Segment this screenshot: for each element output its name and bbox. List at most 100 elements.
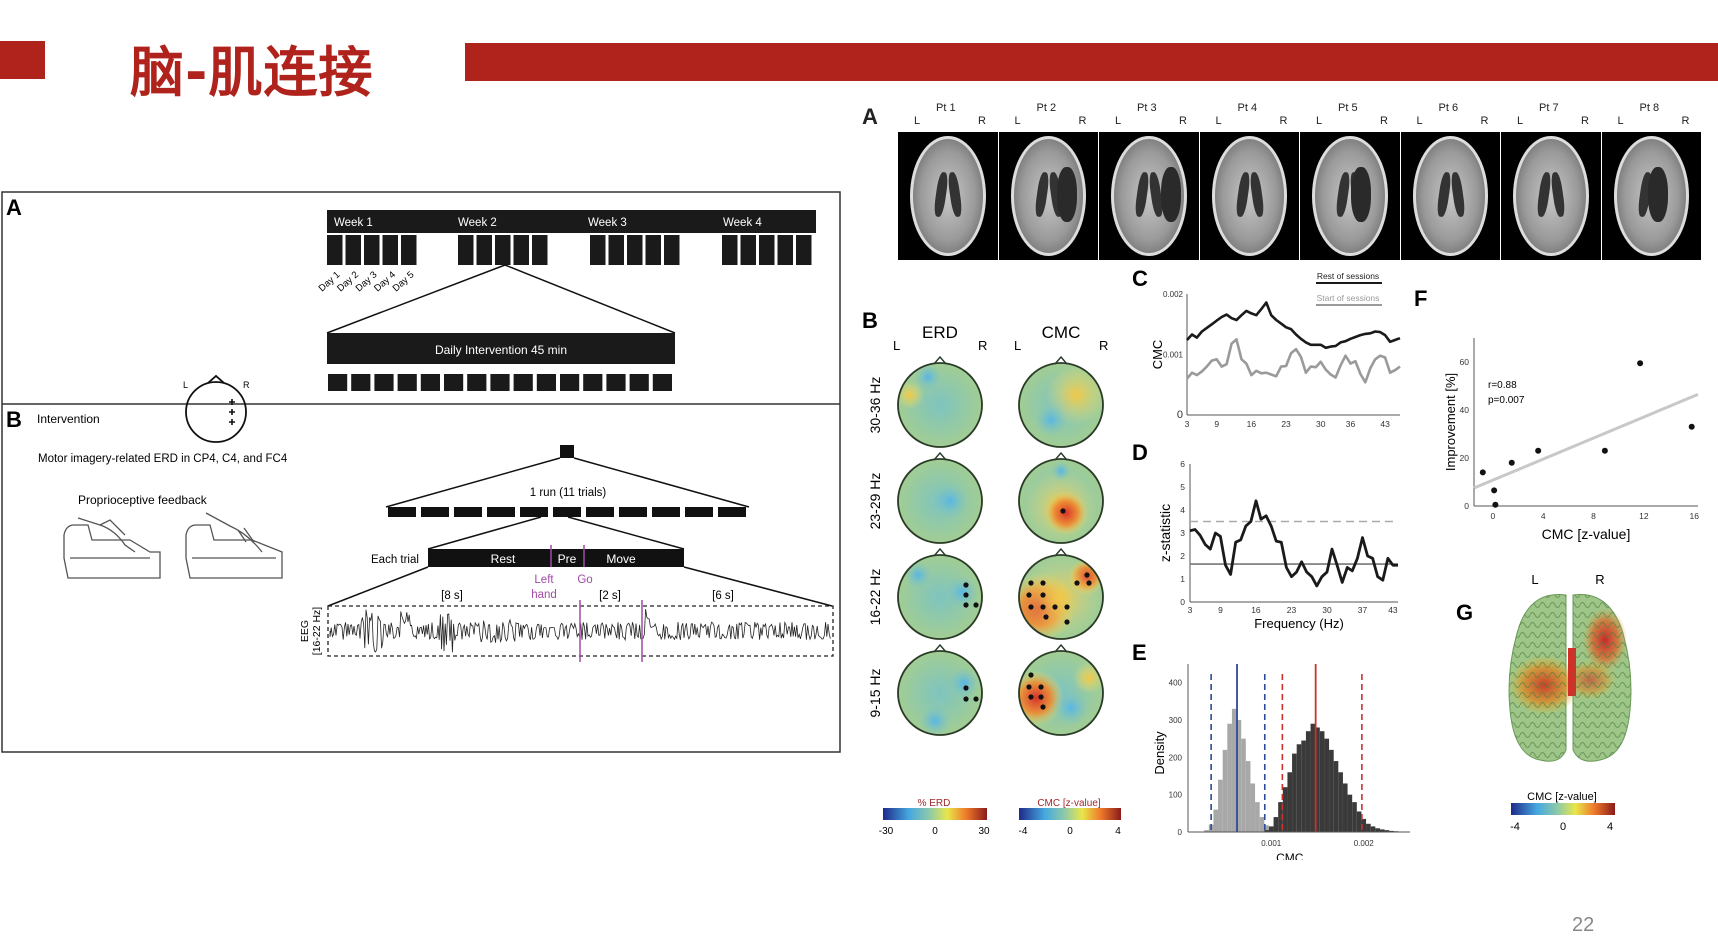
chart-c-x-tick: 9 bbox=[1214, 419, 1219, 429]
significant-electrode bbox=[1074, 580, 1080, 586]
session-block bbox=[444, 374, 464, 391]
session-block bbox=[513, 374, 533, 391]
mri-left-label: L bbox=[1617, 115, 1624, 127]
run-zoom-left bbox=[385, 457, 561, 508]
brain-left-hemisphere bbox=[1508, 593, 1580, 762]
chart-e-histogram-bar bbox=[1236, 720, 1242, 832]
chart-e-histogram-bar bbox=[1264, 830, 1269, 832]
day-label: Day 5 bbox=[391, 269, 417, 294]
chart-f-data-point bbox=[1535, 447, 1542, 454]
patient-label: Pt 7 bbox=[1539, 102, 1559, 114]
day-block bbox=[382, 235, 398, 265]
topoplot-spot bbox=[1035, 404, 1067, 436]
significant-electrode bbox=[1060, 508, 1066, 514]
session-block bbox=[467, 374, 487, 391]
chart-d-y-tick: 5 bbox=[1180, 482, 1185, 492]
chart-e-histogram-bar bbox=[1310, 723, 1316, 832]
chart-e-histogram-bar bbox=[1227, 723, 1232, 832]
chart-f-y-tick: 0 bbox=[1464, 501, 1469, 511]
chart-f-x-tick: 16 bbox=[1689, 511, 1699, 521]
orthosis-closed-illustration bbox=[185, 512, 283, 579]
duration-move: [6 s] bbox=[712, 590, 734, 602]
day-block bbox=[458, 235, 474, 265]
chart-d-x-tick: 43 bbox=[1388, 605, 1398, 615]
erd-topoplot bbox=[897, 547, 983, 640]
mri-scan-image bbox=[1199, 132, 1299, 260]
topoplot-map bbox=[898, 651, 982, 735]
topoplot-spot bbox=[898, 381, 924, 409]
chart-d-y-tick: 0 bbox=[1180, 597, 1185, 607]
chart-c-y-label: CMC bbox=[1150, 340, 1165, 370]
chart-f-data-point bbox=[1492, 501, 1499, 508]
chart-d-x-tick: 30 bbox=[1322, 605, 1332, 615]
chart-e-histogram-bar bbox=[1268, 826, 1274, 832]
head-diagram bbox=[185, 374, 247, 443]
chart-c-x-tick: 3 bbox=[1185, 419, 1190, 429]
chart-f-annotation: p=0.007 bbox=[1488, 395, 1525, 406]
mri-right-label: R bbox=[1078, 115, 1087, 127]
eeg-axis-label: EEG [16-22 Hz] bbox=[299, 607, 323, 656]
mri-left-label: L bbox=[1517, 115, 1524, 127]
chart-e-histogram-bar bbox=[1366, 823, 1371, 832]
electrode-cp4 bbox=[229, 419, 235, 425]
daily-intervention-bar bbox=[327, 333, 675, 364]
erd-right-label: R bbox=[978, 338, 987, 353]
significant-electrode bbox=[1084, 572, 1090, 578]
chart-c-legend-label: Rest of sessions bbox=[1317, 271, 1379, 281]
significant-electrode bbox=[1064, 604, 1070, 610]
chart-e-y-label: Density bbox=[1152, 731, 1167, 775]
significant-electrode bbox=[973, 696, 979, 702]
day-block bbox=[740, 235, 756, 265]
erd-colorbar-title: % ERD bbox=[918, 798, 951, 809]
topoplot-spot bbox=[1021, 557, 1101, 637]
chart-e-histogram-bar bbox=[1375, 828, 1380, 832]
chart-c-legend-label: Start of sessions bbox=[1317, 293, 1380, 303]
significant-electrode bbox=[1040, 704, 1046, 710]
session-block bbox=[420, 374, 440, 391]
trial-zoom-left bbox=[427, 516, 542, 550]
topoplot-spot bbox=[948, 667, 980, 699]
chart-e-y-tick: 400 bbox=[1169, 679, 1183, 688]
topoplot-nose bbox=[933, 643, 947, 653]
chart-e-x-tick: 0.002 bbox=[1354, 839, 1375, 848]
mri-right-label: R bbox=[978, 115, 986, 127]
topoplot-panel-label: B bbox=[862, 310, 878, 333]
chart-e-histogram-bar bbox=[1342, 783, 1348, 832]
chart-f-data-point bbox=[1688, 423, 1695, 430]
mri-left-label: L bbox=[1416, 115, 1423, 127]
eeg-label: EEG bbox=[299, 620, 311, 642]
chart-f-y-tick: 60 bbox=[1460, 357, 1470, 367]
chart-d-y-tick: 1 bbox=[1180, 574, 1185, 584]
chart-e-histogram-bar bbox=[1292, 753, 1297, 832]
significant-electrode bbox=[963, 685, 969, 691]
topoplot-map bbox=[898, 459, 982, 543]
topoplot-spot bbox=[904, 561, 932, 589]
chart-f-regression-line bbox=[1473, 393, 1699, 490]
mri-left-label: L bbox=[1115, 115, 1122, 127]
topoplot-map bbox=[1019, 363, 1103, 447]
duration-pre: [2 s] bbox=[599, 590, 621, 602]
chart-f-data-point bbox=[1479, 469, 1486, 476]
significant-electrode bbox=[963, 582, 969, 588]
chart-e-histogram-bar bbox=[1259, 817, 1265, 832]
chart-c-x-tick: 23 bbox=[1281, 419, 1291, 429]
day-block bbox=[345, 235, 361, 265]
patient-label: Pt 5 bbox=[1338, 102, 1358, 114]
brain-right-hemisphere bbox=[1564, 593, 1632, 762]
erd-left-label: L bbox=[893, 338, 900, 353]
trial-block bbox=[685, 507, 713, 517]
topoplot-spot bbox=[1053, 690, 1089, 726]
day-block bbox=[401, 235, 417, 265]
band-label: 9-15 Hz bbox=[867, 668, 883, 717]
topoplot-nose bbox=[933, 451, 947, 461]
topoplot-head-outline bbox=[1018, 458, 1104, 544]
eeg-zoom-left bbox=[327, 566, 429, 607]
session-block bbox=[629, 374, 649, 391]
mri-left-label: L bbox=[914, 115, 921, 127]
day-block bbox=[364, 235, 380, 265]
mri-right-label: R bbox=[1681, 115, 1690, 127]
day-block bbox=[608, 235, 624, 265]
chart-e-histogram-bar bbox=[1241, 738, 1246, 832]
